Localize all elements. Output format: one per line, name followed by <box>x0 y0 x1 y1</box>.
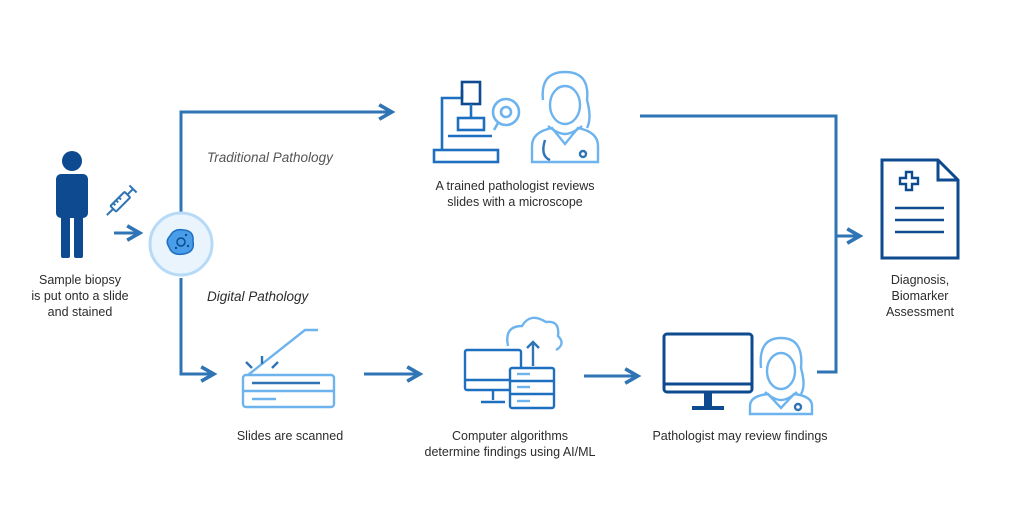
line-top-to-merge <box>640 114 838 236</box>
arrow-traditional <box>179 103 396 214</box>
syringe-icon <box>106 184 138 216</box>
digital-pathology-label: Digital Pathology <box>207 289 309 304</box>
computer-server-cloud-icon <box>463 316 563 410</box>
connectors <box>114 103 864 385</box>
microscope-icon <box>432 80 521 164</box>
pathologist-microscope-label: A trained pathologist reviews slides wit… <box>435 179 595 209</box>
arrow-digital <box>179 278 218 383</box>
algorithms-label: Computer algorithms determine findings u… <box>424 429 596 459</box>
line-bottom-to-merge <box>817 236 838 374</box>
person-icon <box>56 151 88 258</box>
sample-label: Sample biopsy is put onto a slide and st… <box>31 273 129 319</box>
pathologist-icon-top <box>530 70 600 164</box>
pathologist-icon-bottom <box>748 336 814 416</box>
cell-slide-icon <box>148 211 214 277</box>
medical-document-icon <box>880 158 960 260</box>
traditional-pathology-label: Traditional Pathology <box>207 150 333 165</box>
scanner-icon <box>241 328 336 409</box>
pathologist-review-label: Pathologist may review findings <box>652 429 828 443</box>
monitor-icon <box>662 332 754 410</box>
diagnosis-label: Diagnosis, Biomarker Assessment <box>885 273 955 319</box>
slides-scanned-label: Slides are scanned <box>236 429 344 443</box>
